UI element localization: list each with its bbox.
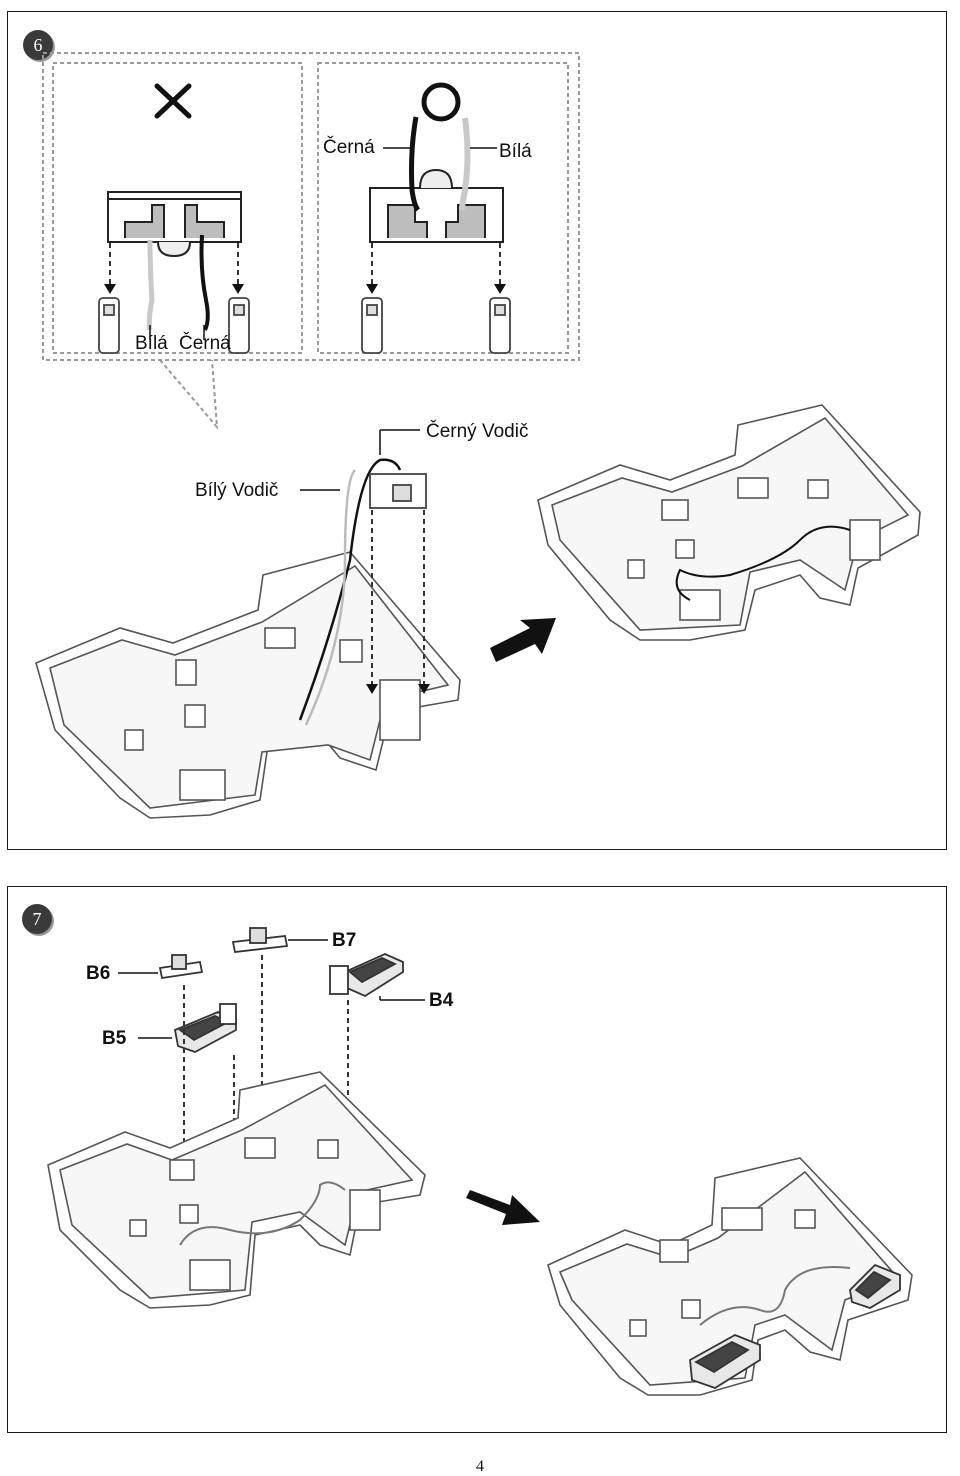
next-arrow-icon xyxy=(490,618,556,662)
circle-icon xyxy=(421,82,461,122)
black-wire-label: Černý Vodič xyxy=(426,421,529,442)
wrong-black-wire-label: Černá xyxy=(179,333,231,354)
right-white-wire-label: Bílá xyxy=(499,141,532,162)
part-b6-label: B6 xyxy=(86,963,111,984)
step-6-badge: 6 xyxy=(23,30,53,60)
cross-icon xyxy=(154,83,192,119)
next-arrow-icon xyxy=(466,1190,540,1225)
part-b5-label: B5 xyxy=(102,1028,127,1049)
wrong-white-wire-label: Bílá xyxy=(135,333,168,354)
part-b7-label: B7 xyxy=(332,930,357,951)
page-number: 4 xyxy=(476,1458,484,1475)
white-wire-label: Bílý Vodič xyxy=(195,480,279,501)
step-7-badge: 7 xyxy=(22,904,52,934)
right-black-wire-label: Černá xyxy=(323,137,375,158)
part-b4-label: B4 xyxy=(429,990,454,1011)
